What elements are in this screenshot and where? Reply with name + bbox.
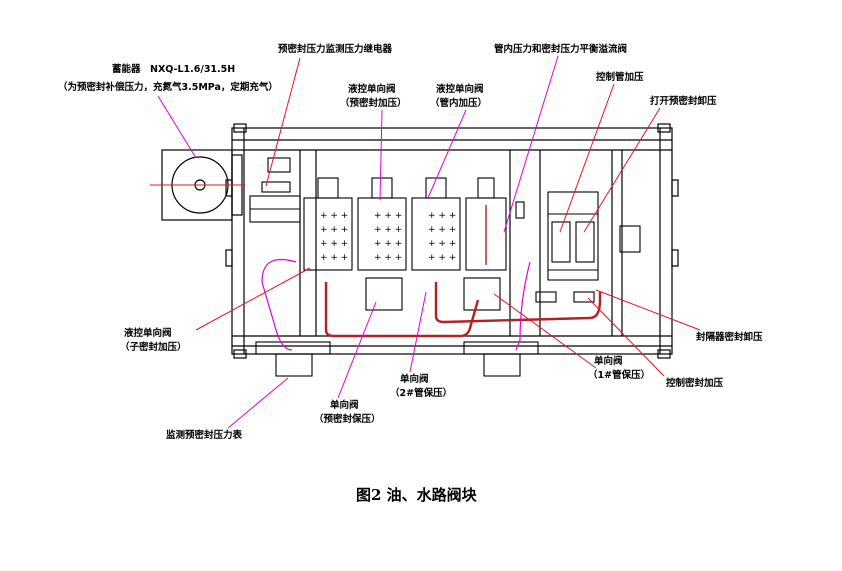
svg-text:+ + +: + + + bbox=[374, 225, 402, 235]
svg-text:+ + +: + + + bbox=[374, 211, 402, 221]
accumulator bbox=[150, 149, 245, 221]
svg-text:+ + +: + + + bbox=[428, 211, 456, 221]
pressure-relay-label: 预密封压力监测压力继电器 bbox=[278, 43, 393, 55]
oil-pipes bbox=[324, 282, 602, 338]
ctrl-valve-a-label-1: 液控单向阀 bbox=[348, 83, 396, 95]
valve-body-3 bbox=[411, 177, 501, 311]
leader-lines bbox=[157, 55, 701, 429]
valve-markings: + + + + + + + + + + + + + + + + + + + + + + + … bbox=[320, 211, 456, 263]
accumulator-title: 蓄能器 bbox=[112, 63, 141, 75]
svg-text:+ + +: + + + bbox=[320, 211, 348, 221]
control-valve-stack bbox=[515, 191, 641, 303]
open-seal-release-label: 打开预密封卸压 bbox=[650, 95, 717, 107]
svg-text:+ + +: + + + bbox=[374, 239, 402, 249]
bottom-gauges bbox=[255, 341, 539, 377]
main-frame bbox=[225, 123, 679, 359]
svg-text:+ + +: + + + bbox=[374, 253, 402, 263]
ctrl-seal-pressure-label: 控制密封加压 bbox=[666, 377, 724, 389]
pressure-relay bbox=[249, 157, 301, 223]
ctrl-valve-b-label-1: 液控单向阀 bbox=[436, 83, 484, 95]
svg-text:+ + +: + + + bbox=[320, 239, 348, 249]
check-valve-1-label-b: （1#管保压） bbox=[588, 369, 650, 381]
check-valve-2-label-b: （2#管保压） bbox=[390, 387, 452, 399]
ctrl-pipe-pressure-label: 控制管加压 bbox=[596, 71, 644, 83]
ctrl-valve-b-label-2: （管内加压） bbox=[430, 97, 487, 109]
monitor-gauge-label: 监测预密封压力表 bbox=[166, 429, 243, 441]
svg-text:+ + +: + + + bbox=[428, 239, 456, 249]
water-pipe bbox=[261, 258, 531, 351]
valve-body-1 bbox=[303, 177, 403, 311]
ctrl-valve-c-label-2: （子密封加压） bbox=[120, 341, 187, 353]
svg-text:+ + +: + + + bbox=[320, 253, 348, 263]
valve-body-4 bbox=[465, 177, 507, 271]
balance-valve-label: 管内压力和密封压力平衡溢流阀 bbox=[494, 43, 627, 55]
check-valve-3-label-a: 单向阀 bbox=[330, 399, 359, 411]
valve-body-2 bbox=[357, 177, 407, 271]
accumulator-note: （为预密封补偿压力，充氮气3.5MPa，定期充气） bbox=[58, 81, 278, 93]
svg-text:+ + +: + + + bbox=[428, 253, 456, 263]
accumulator-model: NXQ-L1.6/31.5H bbox=[150, 64, 235, 75]
check-valve-2-label-a: 单向阀 bbox=[400, 373, 429, 385]
check-valve-1-label-a: 单向阀 bbox=[594, 355, 623, 367]
labels: 蓄能器 NXQ-L1.6/31.5H （为预密封补偿压力，充氮气3.5MPa，定… bbox=[58, 43, 763, 504]
ctrl-valve-a-label-2: （预密封加压） bbox=[340, 97, 407, 109]
check-valve-3-label-b: （预密封保压） bbox=[314, 413, 381, 425]
seal-release-label: 封隔器密封卸压 bbox=[696, 331, 763, 343]
svg-text:+ + +: + + + bbox=[320, 225, 348, 235]
svg-text:+ + +: + + + bbox=[428, 225, 456, 235]
ctrl-valve-c-label-1: 液控单向阀 bbox=[124, 327, 172, 339]
figure-caption: 图2 油、水路阀块 bbox=[356, 486, 478, 504]
